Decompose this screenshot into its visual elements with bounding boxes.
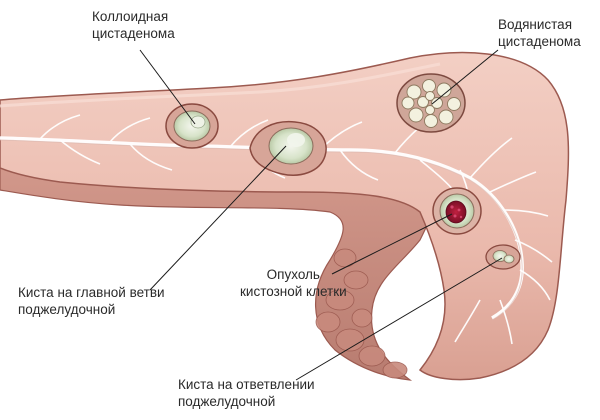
leader-serous: [431, 49, 499, 105]
colloid-cyst: [165, 103, 219, 149]
cystic-tumor-label: Опухоль кистозной клетки: [240, 266, 347, 300]
branch-label-line2: поджелудочной: [178, 394, 276, 409]
colloid-label-line2: цистаденома: [92, 26, 175, 41]
leader-lines: [139, 49, 503, 381]
lobule-texture: [315, 248, 408, 379]
main-duct-outline: [0, 139, 523, 321]
serous-cyst: [396, 73, 466, 133]
cystic-tumor: [432, 187, 482, 235]
leader-main-duct: [149, 145, 287, 291]
main-duct-label-line1: Киста на главной ветви: [18, 285, 165, 300]
serous-label-line2: цистаденома: [498, 34, 581, 49]
serous-cystadenoma-label: Водянистая цистаденома: [498, 16, 581, 50]
leader-colloid: [139, 49, 196, 125]
tumor-label-line1: Опухоль: [266, 267, 320, 282]
colloid-label-line1: Коллоидная: [92, 9, 169, 24]
serous-label-line1: Водянистая: [498, 17, 572, 32]
pancreas-body: [0, 51, 570, 381]
body-highlight: [0, 62, 441, 108]
branch-duct-cyst-label: Киста на ответвлении поджелудочной: [178, 376, 315, 410]
main-duct-label-line2: поджелудочной: [18, 302, 116, 317]
branch-label-line1: Киста на ответвлении: [178, 377, 315, 392]
main-duct-cyst: [249, 120, 327, 176]
branch-duct-cyst: [485, 244, 521, 270]
main-duct-cyst-label: Киста на главной ветви поджелудочной: [18, 284, 165, 318]
leader-tumor: [331, 213, 453, 275]
tumor-label-line2: кистозной клетки: [240, 284, 347, 299]
leader-branch: [295, 257, 503, 381]
colloid-cystadenoma-label: Коллоидная цистаденома: [92, 8, 175, 42]
